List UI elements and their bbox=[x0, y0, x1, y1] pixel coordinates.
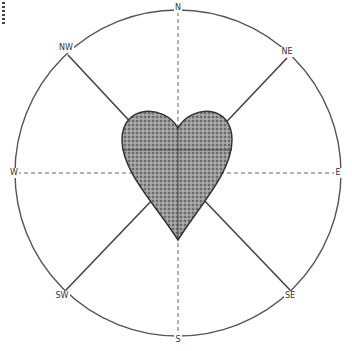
direction-label: S bbox=[174, 335, 181, 345]
direction-label: NW bbox=[58, 43, 74, 53]
heart-cross bbox=[122, 128, 232, 240]
diagonal-spokes bbox=[66, 55, 290, 290]
axis-lines bbox=[17, 12, 339, 334]
direction-label: W bbox=[9, 168, 19, 178]
direction-label: SW bbox=[55, 291, 70, 301]
outer-circle bbox=[15, 10, 341, 336]
direction-label: N bbox=[174, 3, 182, 13]
corner-dots bbox=[2, 2, 5, 24]
heart-shape bbox=[122, 111, 232, 240]
direction-label: E bbox=[334, 168, 341, 178]
direction-label: SE bbox=[284, 291, 296, 301]
direction-label: NE bbox=[280, 47, 293, 57]
